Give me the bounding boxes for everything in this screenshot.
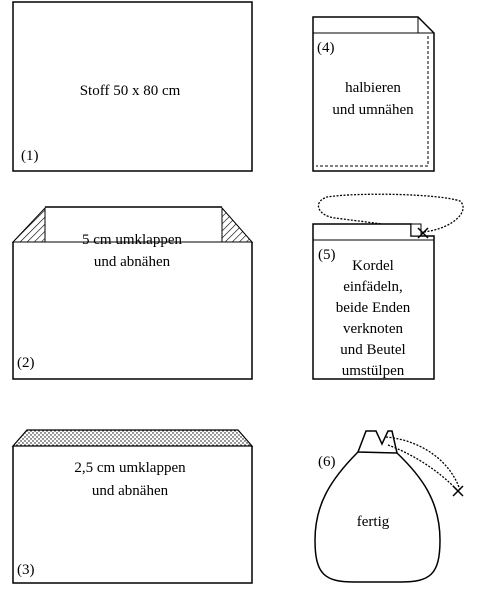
cord-knot [452, 485, 464, 497]
step-6-panel: (6) fertig [314, 430, 464, 583]
step-5-label-line-2: einfädeln, [343, 279, 403, 295]
step-1-number: (1) [21, 148, 39, 164]
cord-knot [417, 227, 429, 239]
step-5-label-line-6: umstülpen [342, 363, 405, 379]
step-5-label-line-4: verknoten [343, 321, 403, 337]
step-3-label-line-2: und abnähen [92, 483, 169, 499]
cord-upper [385, 436, 461, 491]
step-6-label: fertig [357, 514, 390, 530]
step-5-label-line-5: und Beutel [340, 342, 405, 358]
hem-stipple [11, 429, 254, 447]
right-fold-hatch [221, 206, 254, 243]
step-4-number: (4) [317, 40, 335, 56]
step-2-number: (2) [17, 355, 35, 371]
cord-loop [317, 193, 464, 233]
finished-bag [314, 451, 441, 583]
fabric-outline [12, 446, 253, 584]
step-1-label: Stoff 50 x 80 cm [80, 83, 181, 99]
gathered-neck [356, 430, 398, 454]
step-3-number: (3) [17, 562, 35, 578]
fabric-outline [12, 242, 253, 380]
cord-lower [387, 444, 458, 491]
step-2-label-line-2: und abnähen [94, 254, 171, 270]
step-5-panel: (5) Kordel einfädeln, beide Enden verkno… [312, 193, 464, 380]
step-5-number: (5) [318, 247, 336, 263]
step-5-label-line-3: beide Enden [336, 300, 411, 316]
step-5-label-line-1: Kordel [352, 258, 394, 274]
fabric-sheet [12, 1, 253, 172]
left-fold-hatch [11, 206, 46, 243]
step-4-label-line-2: und umnähen [332, 102, 414, 118]
step-3-label-line-1: 2,5 cm umklappen [74, 460, 186, 476]
step-2-panel: 5 cm umklappen und abnähen (2) [11, 206, 254, 380]
step-2-label-line-1: 5 cm umklappen [82, 232, 182, 248]
step-4-label-line-1: halbieren [345, 80, 401, 96]
side-stitch-line [316, 36, 429, 167]
step-1-panel: Stoff 50 x 80 cm (1) [12, 1, 253, 172]
step-3-panel: 2,5 cm umklappen und abnähen (3) [11, 429, 254, 584]
step-6-number: (6) [318, 454, 336, 470]
step-4-panel: (4) halbieren und umnähen [312, 16, 435, 172]
folded-bag [312, 16, 435, 172]
